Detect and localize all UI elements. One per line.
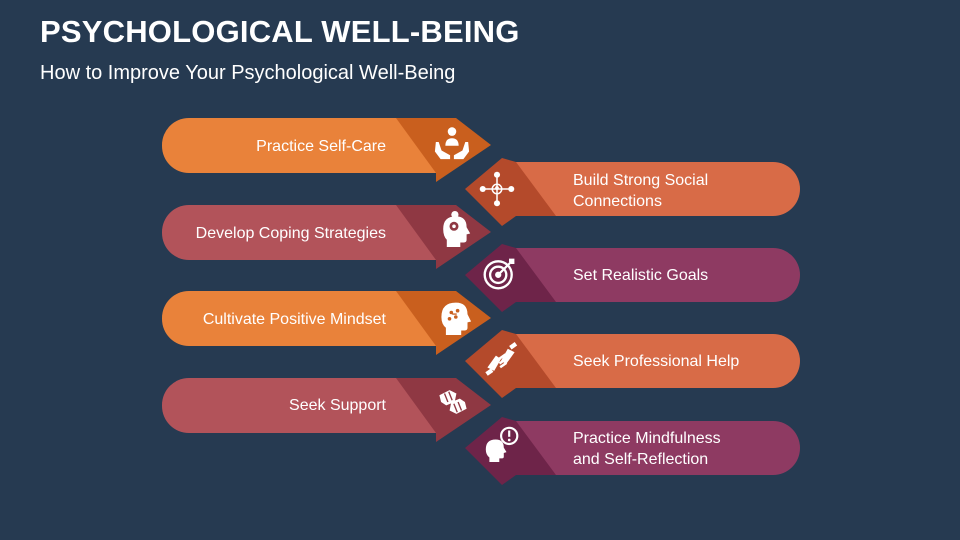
step-label-set-realistic-goals: Set Realistic Goals <box>573 267 709 284</box>
step-build-strong-social-connections <box>465 158 800 226</box>
step-label-build-strong-social-connections: Build Strong Social Connections <box>573 172 709 210</box>
step-label-seek-professional-help: Seek Professional Help <box>573 353 740 370</box>
page-subtitle: How to Improve Your Psychological Well-B… <box>40 62 456 84</box>
step-label-develop-coping-strategies: Develop Coping Strategies <box>195 225 386 242</box>
step-label-practice-self-care: Practice Self-Care <box>256 138 386 155</box>
page-title: PSYCHOLOGICAL WELL-BEING <box>40 14 520 49</box>
step-seek-support <box>162 378 491 442</box>
step-label-practice-mindfulness: Practice Mindfulness and Self-Reflection <box>573 430 721 468</box>
step-seek-professional-help <box>465 330 800 398</box>
step-set-realistic-goals <box>465 244 800 312</box>
step-label-seek-support: Seek Support <box>289 397 386 414</box>
step-label-cultivate-positive-mindset: Cultivate Positive Mindset <box>202 311 386 328</box>
step-develop-coping-strategies <box>162 205 491 269</box>
step-cultivate-positive-mindset <box>162 291 491 355</box>
step-practice-self-care <box>162 118 491 182</box>
step-practice-mindfulness <box>465 417 800 485</box>
